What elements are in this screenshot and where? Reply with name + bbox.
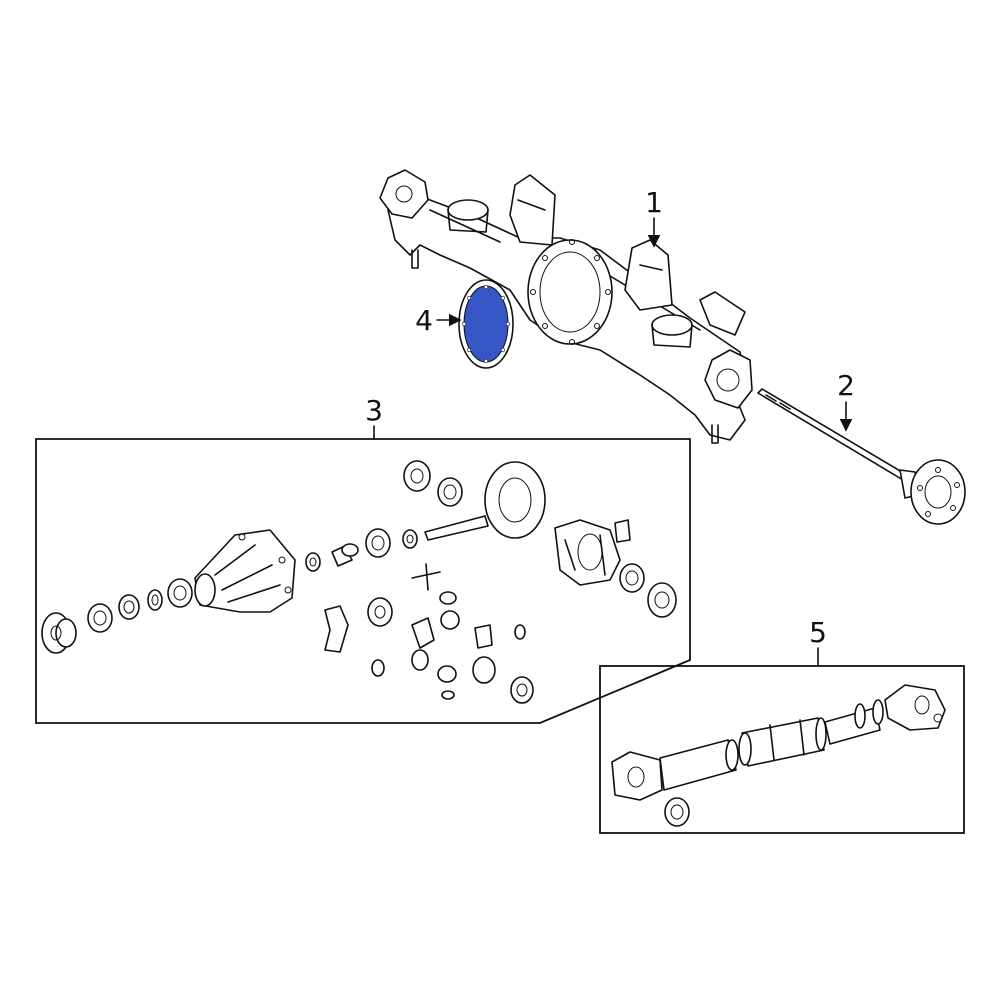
callout-3: 3 (365, 394, 383, 440)
callout-4-label: 4 (415, 304, 433, 337)
kit-frame-3 (35, 438, 691, 724)
callout-5-label: 5 (809, 616, 827, 649)
callout-3-label: 3 (365, 394, 383, 427)
callout-1-label: 1 (645, 186, 663, 219)
callout-1: 1 (645, 186, 663, 248)
kit-frame-5 (599, 665, 965, 834)
callout-2: 2 (837, 369, 855, 432)
callout-2-label: 2 (837, 369, 855, 402)
axle-shaft[interactable] (757, 388, 966, 525)
callout-4: 4 (415, 304, 462, 337)
callout-5: 5 (809, 616, 827, 667)
drive-shaft[interactable] (611, 684, 946, 827)
axle-housing[interactable] (379, 169, 753, 444)
differential-assembly-kit[interactable] (41, 460, 677, 704)
differential-cover-gasket[interactable] (458, 279, 514, 369)
